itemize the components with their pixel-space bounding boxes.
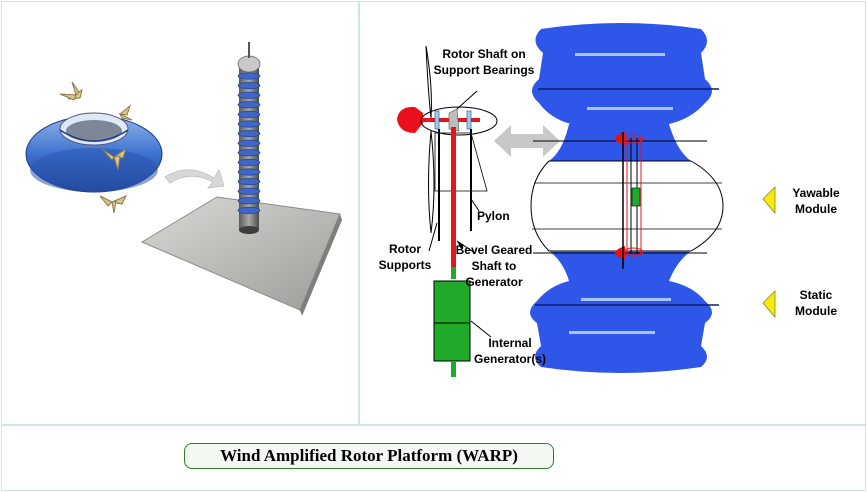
- tower-ring: [237, 101, 261, 109]
- label-yawable-module: Module: [795, 202, 837, 216]
- label-static-module: Static: [800, 288, 833, 302]
- module-stack: [530, 23, 724, 373]
- top-blue-module: [532, 23, 712, 124]
- tower-ring: [237, 206, 261, 214]
- label-bevel-shaft: Generator: [465, 275, 523, 289]
- schematic-diagram: Rotor Shaft on Support Bearings Pylon Ro…: [379, 23, 840, 377]
- label-rotor-supports: Rotor: [389, 242, 421, 256]
- tower-ring: [237, 178, 261, 186]
- tower-ring: [237, 139, 261, 147]
- tower-ring: [237, 110, 261, 118]
- tower-ring: [237, 197, 261, 205]
- label-static-module: Module: [795, 304, 837, 318]
- generator-box: [433, 280, 471, 362]
- tower-ring: [237, 130, 261, 138]
- triangle-pointer-icon: [762, 290, 776, 319]
- tower-ring: [237, 149, 261, 157]
- label-rotor-shaft: Rotor Shaft on: [442, 47, 525, 61]
- tower-stack: [237, 42, 261, 234]
- tower-ring: [237, 82, 261, 90]
- label-pylon: Pylon: [477, 209, 510, 223]
- tower-ring: [237, 158, 261, 166]
- tower-ring: [237, 120, 261, 128]
- render-panel: [1, 1, 359, 425]
- tower-ring: [237, 168, 261, 176]
- figure-caption: Wind Amplified Rotor Platform (WARP): [184, 443, 554, 469]
- label-bevel-shaft: Bevel Geared: [456, 243, 533, 257]
- bidirectional-arrow-icon: [494, 125, 560, 157]
- tower-ring: [237, 187, 261, 195]
- label-internal-generator: Internal: [488, 336, 531, 350]
- rotor-schematic: [397, 45, 498, 377]
- label-rotor-shaft: Support Bearings: [434, 63, 535, 77]
- pylon: [434, 132, 488, 192]
- label-bevel-shaft: Shaft to: [472, 259, 517, 273]
- turbine-icon: [59, 81, 133, 214]
- label-rotor-supports: Supports: [379, 258, 432, 272]
- triangle-pointer-icon: [762, 186, 776, 215]
- label-yawable-module: Yawable: [792, 186, 840, 200]
- static-module: [530, 281, 712, 373]
- schematic-panel: Rotor Shaft on Support Bearings Pylon Ro…: [359, 1, 866, 425]
- rotor-hub: [397, 106, 423, 133]
- tower-ring: [237, 91, 261, 99]
- label-internal-generator: Generator(s): [474, 352, 546, 366]
- render-illustration: [25, 42, 342, 316]
- curved-arrow-icon: [164, 169, 225, 189]
- tower-ring: [237, 72, 261, 80]
- torus-module: [25, 112, 163, 193]
